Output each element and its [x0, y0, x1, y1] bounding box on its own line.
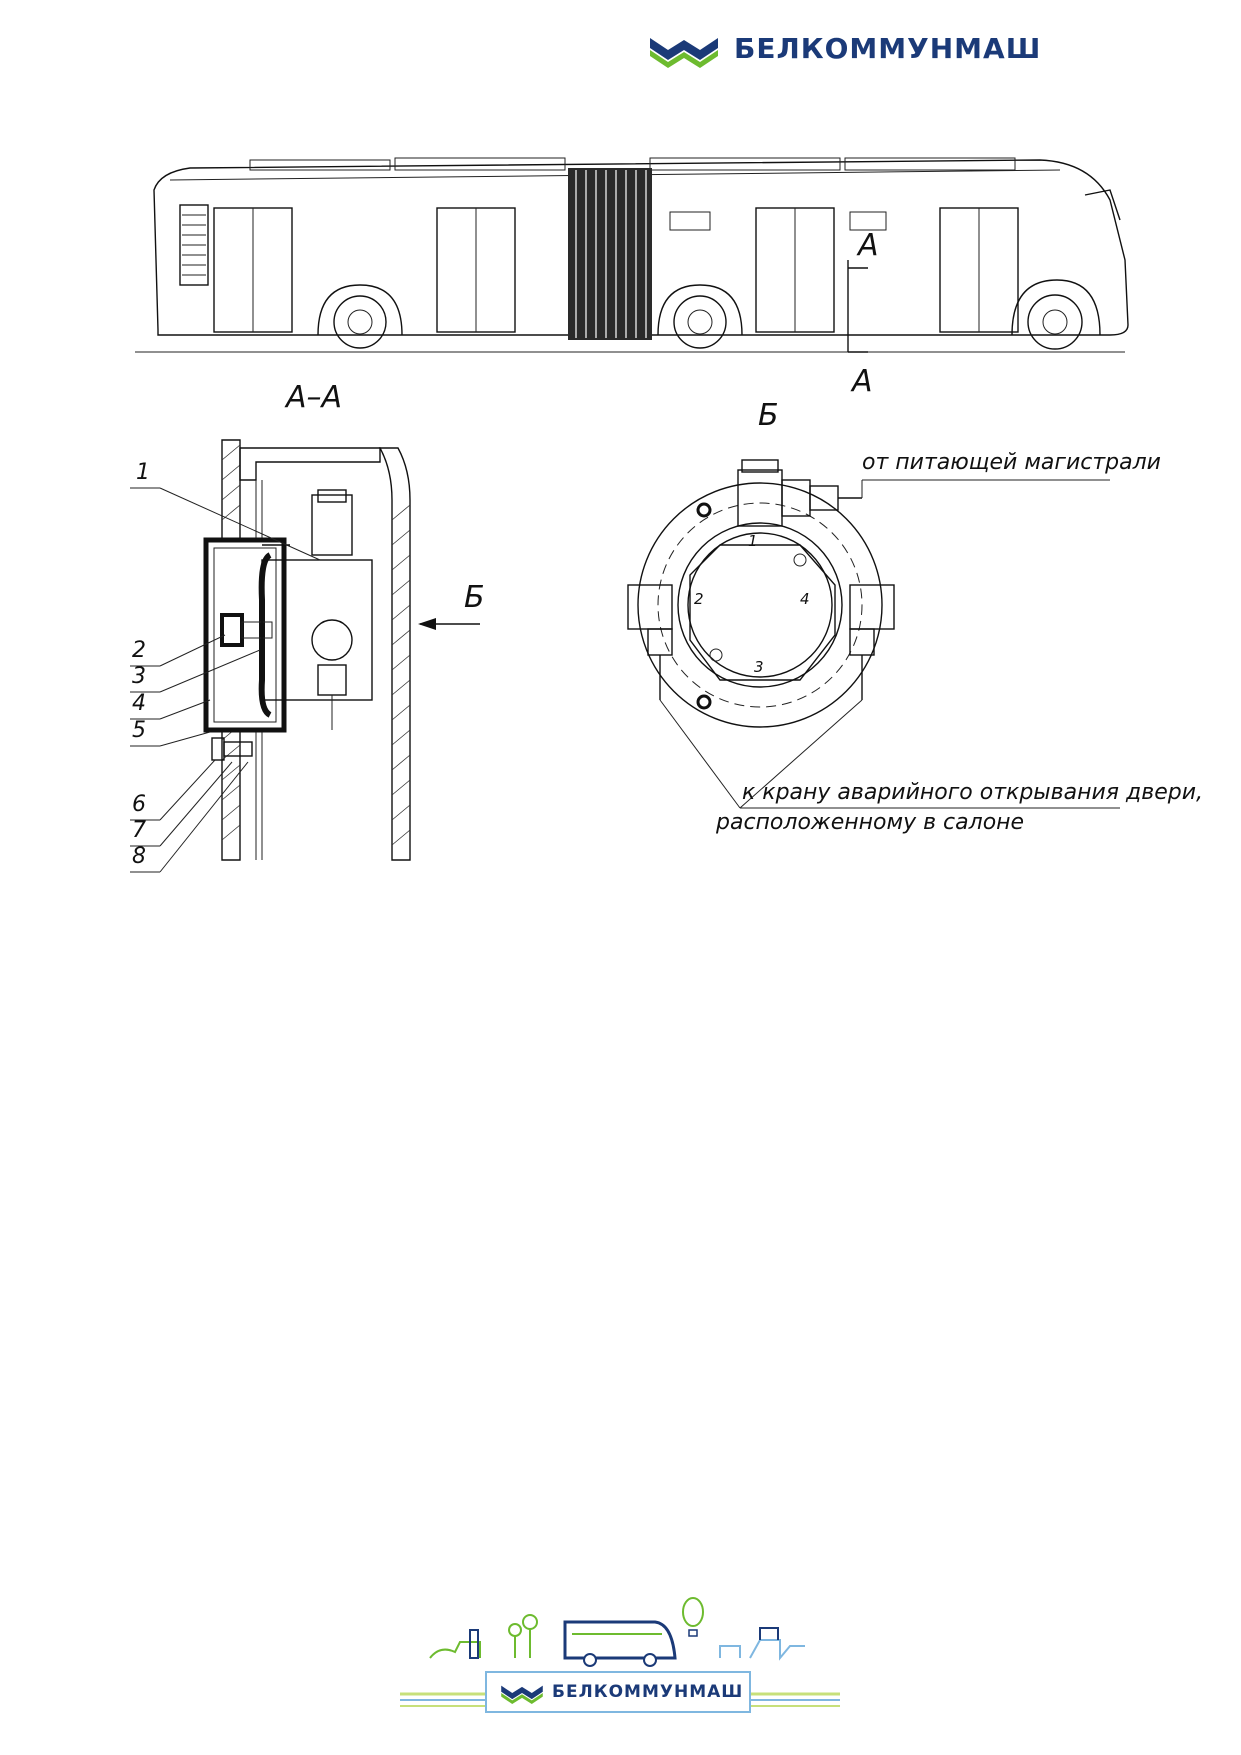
section-marker-bottom: А	[852, 364, 873, 399]
section-title: А–А	[286, 380, 343, 415]
view-arrow-label: Б	[464, 580, 485, 615]
callout-6: 6	[132, 792, 146, 817]
emergency-valve-label-2: расположенному в салоне	[716, 810, 1025, 835]
callout-7: 7	[132, 818, 146, 843]
bus-side-view	[135, 157, 1129, 353]
section-marker-top: А	[858, 228, 879, 263]
callout-2: 2	[132, 638, 146, 663]
callout-1: 1	[136, 460, 150, 485]
footer-brand-name: БЕЛКОММУНМАШ	[552, 1682, 744, 1702]
ring-label-2: 2	[694, 590, 704, 608]
ring-label-1: 1	[748, 532, 758, 550]
brand-name: БЕЛКОММУНМАШ	[734, 32, 1042, 65]
callout-3: 3	[132, 664, 146, 689]
callout-4: 4	[132, 691, 146, 716]
supply-line-label: от питающей магистрали	[862, 450, 1161, 475]
brand-mark-icon	[650, 38, 718, 68]
emergency-valve-label-1: к крану аварийного открывания двери,	[742, 780, 1203, 805]
section-aa-drawing	[130, 439, 480, 873]
footer-logo: БЕЛКОММУНМАШ	[500, 1678, 744, 1708]
ring-label-3: 3	[754, 658, 764, 676]
header-logo: БЕЛКОММУНМАШ	[648, 28, 1068, 72]
footer-brand-mark-icon	[501, 1685, 543, 1704]
view-b-drawing	[627, 459, 1120, 809]
callout-8: 8	[132, 844, 146, 869]
callout-5: 5	[132, 718, 146, 743]
ring-label-4: 4	[800, 590, 810, 608]
view-title: Б	[758, 398, 779, 433]
